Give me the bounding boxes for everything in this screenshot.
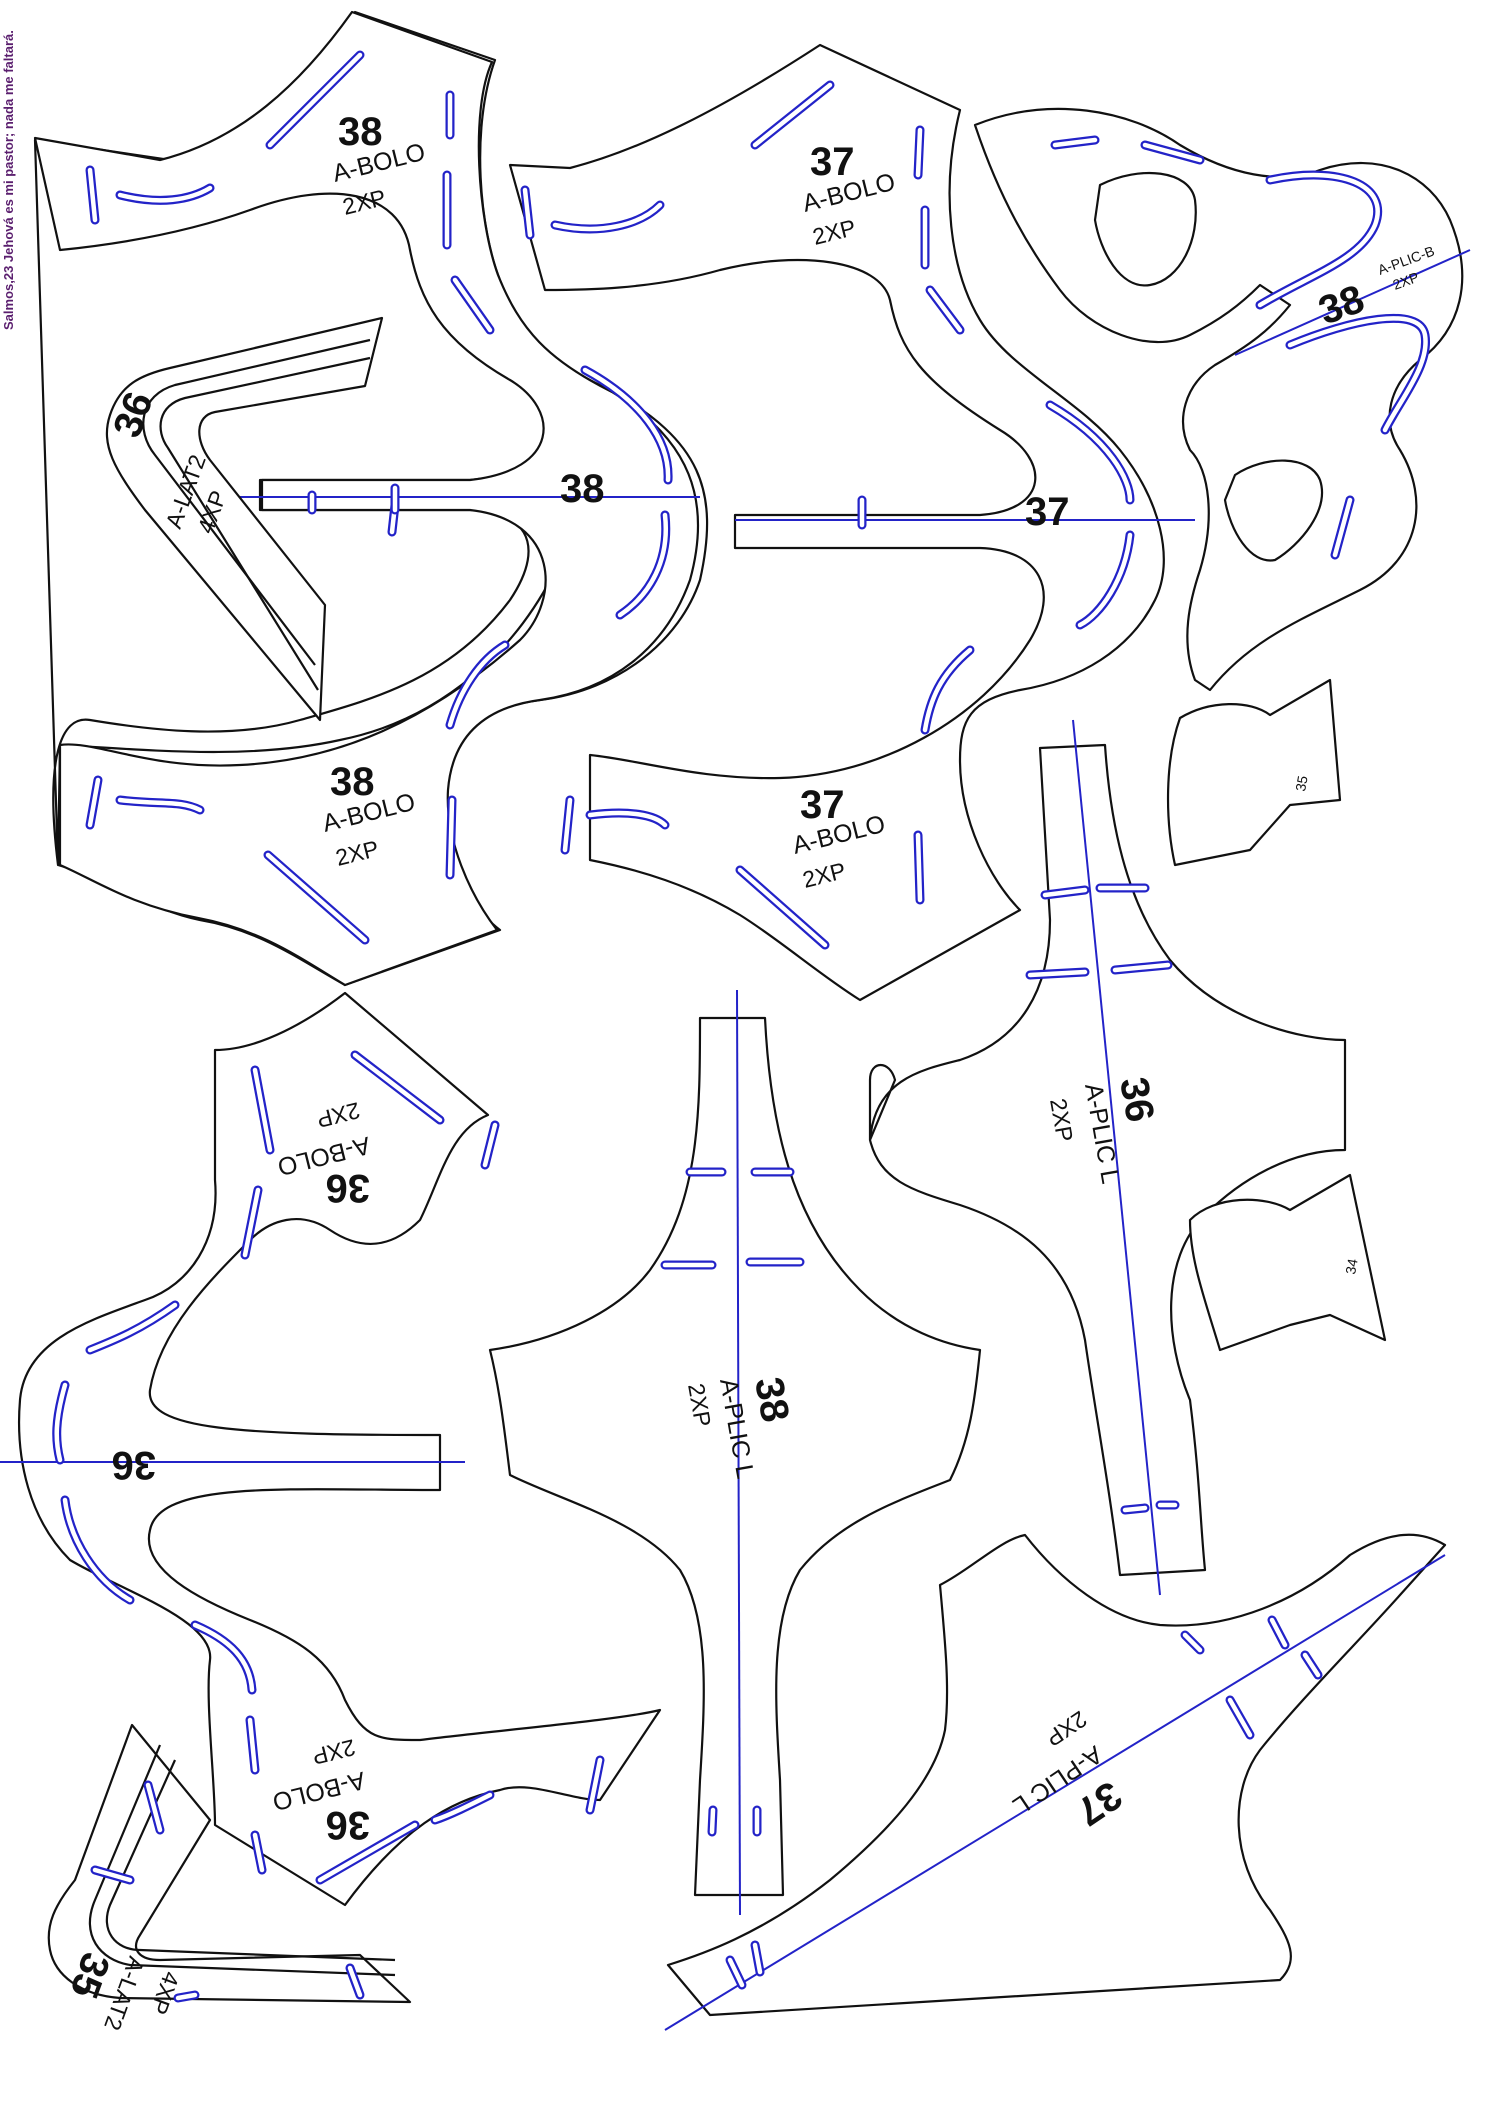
stitch-slot-inner [252, 1067, 273, 1153]
stitch-slot-inner [1027, 969, 1088, 978]
stitch-slot-inner [1257, 172, 1380, 308]
stitch-slot-inner [587, 810, 668, 828]
stitch-slot-inner [145, 1782, 163, 1833]
stitch-slot-inner [562, 797, 573, 853]
stitch-slot-inner [927, 287, 963, 333]
stitch-slot-inner [87, 777, 101, 828]
stitch-slot-inner [709, 1807, 716, 1835]
stitch-slot-inner [267, 52, 363, 148]
stitch-slot-inner [1182, 1632, 1203, 1653]
stitch-slot-inner [1302, 1652, 1321, 1678]
stitch-slot-inner [915, 832, 923, 903]
stitch-slot-inner [1077, 532, 1133, 628]
stitch-slot-inner [1287, 316, 1428, 433]
size-label: 37 [810, 140, 855, 184]
stitch-slot-inner [265, 852, 368, 943]
stitch-slot-inner [482, 1122, 498, 1168]
stitch-slot-inner [452, 277, 493, 333]
piece-plic-l-38: 38 A-PLIC L 2XP [488, 989, 982, 1916]
size-label: 38 [330, 760, 375, 804]
piece-bolo-37-upper [508, 43, 1165, 1002]
stitch-slot-inner [1269, 1617, 1288, 1648]
stitch-slot-inner [54, 1382, 68, 1463]
stitch-slots [52, 50, 1431, 2003]
stitch-slot-inner [247, 1717, 258, 1773]
stitch-slot-inner [432, 1792, 493, 1823]
piece-logo-35: 35 [1166, 678, 1342, 867]
size-label: 36 [112, 1443, 157, 1487]
stitch-slot-inner [447, 797, 455, 878]
centre-axis-37: 37 [735, 490, 1195, 534]
stitch-slot-inner [447, 642, 508, 728]
stitch-slot-inner [922, 647, 973, 733]
stitch-slot-inner [62, 1497, 133, 1603]
stitch-slot-inner [752, 82, 833, 148]
stitch-slot-inner [915, 127, 923, 178]
size-label: 36 [326, 1166, 371, 1210]
size-label: 38 [338, 110, 383, 154]
stitch-slot-inner [252, 1832, 265, 1873]
stitch-slot-inner [192, 1622, 255, 1693]
size-label: 37 [1025, 490, 1070, 534]
piece-plic-l-36: 36 A-PLIC L 2XP [868, 719, 1347, 1596]
piece-bolo-36: 36 36 A-BOLO 2XP 36 A-BOLO 2XP [0, 991, 662, 1907]
stitch-slot-inner [87, 167, 98, 223]
stitch-slot-inner [92, 1867, 133, 1883]
stitch-slot-inner [752, 1942, 763, 1975]
stitch-slot-inner [1052, 137, 1098, 148]
stitch-slot-inner [117, 797, 203, 813]
size-label: 38 [746, 1374, 797, 1425]
stitch-slot-inner [1227, 1697, 1253, 1738]
piece-lat2-36: 36 A-LAT2 4XP [105, 316, 384, 722]
size-label: 34 [1342, 1257, 1360, 1275]
size-label: 36 [1111, 1074, 1162, 1125]
stitch-slot-inner [242, 1187, 261, 1258]
piece-bolo-38-upper [33, 10, 700, 987]
size-label: 38 [560, 467, 605, 511]
stitch-slot-inner [617, 512, 668, 618]
piece-lat2-35: 35 A-LAT2 4XP [47, 1723, 412, 2034]
stitch-slot-inner [1112, 962, 1171, 973]
stitch-slot-inner [552, 202, 663, 232]
piece-plic-l-37: 37 A-PLIC L 2XP [664, 1533, 1447, 2031]
stitch-slot-inner [117, 185, 213, 203]
size-label: 37 [800, 783, 845, 827]
stitch-slot-inner [347, 1965, 363, 1998]
stitch-slot-inner [1042, 887, 1088, 898]
stitch-slot-inner [582, 367, 671, 483]
stitch-slot-inner [352, 1052, 443, 1123]
stitch-slot-inner [587, 1757, 603, 1813]
piece-logo-34: 34 [1188, 1173, 1387, 1352]
size-label: 36 [326, 1803, 371, 1847]
stitch-slot-inner [1332, 497, 1353, 558]
stitch-slot-inner [317, 1822, 418, 1883]
stitch-slot-inner [87, 1302, 178, 1353]
stitch-slot-inner [1142, 142, 1203, 163]
stitch-slot-inner [737, 867, 828, 948]
stitch-slot-inner [522, 187, 533, 238]
size-label: 35 [1292, 774, 1310, 792]
stitch-slot-inner [727, 1957, 745, 1988]
stitch-slot-inner [1047, 402, 1133, 503]
stitch-slot-inner [1122, 1505, 1148, 1513]
verse-text: Salmos,23 Jehová es mi pastor; nada me f… [1, 30, 16, 330]
stitch-slot-inner [175, 1992, 198, 2001]
